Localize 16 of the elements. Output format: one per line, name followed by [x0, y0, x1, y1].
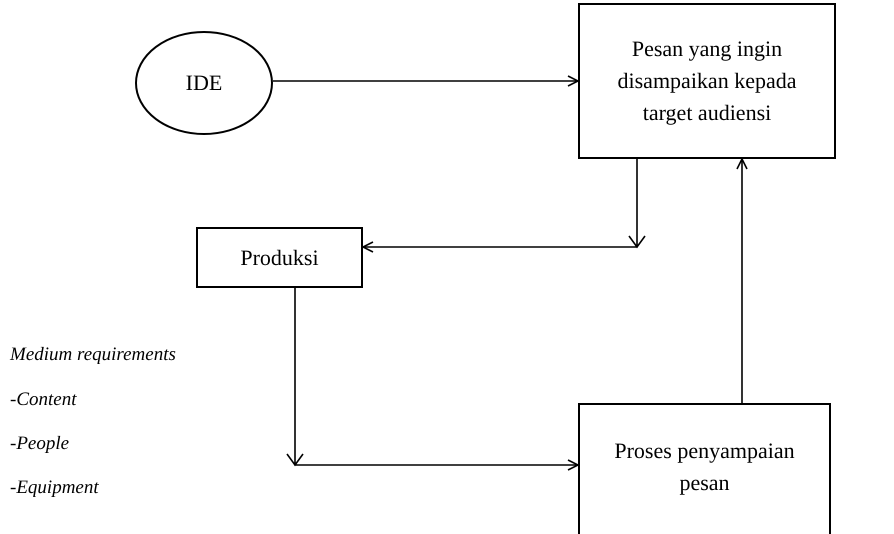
arrow [736, 158, 748, 403]
node-text: IDE [186, 69, 222, 98]
arrow [273, 75, 579, 87]
node-text: Pesan yang ingin disampaikan kepada target audiensi [616, 35, 798, 127]
note-text: Medium requirements [10, 344, 176, 366]
note-text: -People [10, 433, 70, 455]
message-box [578, 3, 836, 159]
idea-ellipse [135, 31, 273, 135]
message-box [578, 403, 831, 534]
node-text: Proses penyampaian pesan [613, 437, 796, 497]
note-text: -Equipment [10, 477, 99, 499]
note-text: -Content [10, 389, 76, 411]
arrow [362, 158, 646, 253]
process-box [196, 227, 363, 288]
node-text: Produksi [240, 244, 319, 272]
arrow [286, 287, 579, 471]
